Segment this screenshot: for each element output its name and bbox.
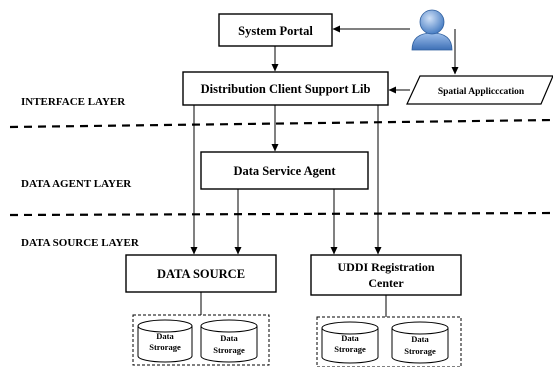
data-service-agent-box: Data Service Agent — [200, 151, 369, 190]
database-icon: Data Strorage — [200, 319, 258, 363]
storage-label-line1: Data — [156, 331, 174, 341]
layer-divider-2 — [9, 211, 553, 217]
spatial-application-label: Spatial Applicccation — [438, 87, 525, 97]
data-source-label: DATA SOURCE — [157, 267, 245, 281]
storage-label-line2: Strorage — [213, 345, 245, 355]
storage-label-line1: Data — [411, 334, 429, 344]
database-icon: Data Strorage — [321, 321, 379, 364]
storage-label-line2: Strorage — [404, 346, 436, 356]
data-service-agent-label: Data Service Agent — [233, 164, 336, 178]
layer-divider-1 — [9, 118, 553, 129]
uddi-registration-center-box: UDDI Registration Center — [310, 254, 462, 296]
data-agent-layer-label: DATA AGENT LAYER — [21, 178, 132, 190]
uddi-label-line1: UDDI Registration — [338, 260, 435, 274]
storage-group-right: Data Strorage Data Strorage — [316, 316, 462, 367]
client-support-lib-box: Distribution Client Support Lib — [182, 71, 389, 106]
storage-label-line1: Data — [341, 333, 359, 343]
database-icon: Data Strorage — [137, 319, 193, 363]
client-support-lib-label: Distribution Client Support Lib — [201, 82, 371, 96]
storage-group-left: Data Strorage Data Strorage — [132, 314, 270, 366]
system-portal-label: System Portal — [238, 24, 313, 38]
database-icon: Data Strorage — [391, 321, 449, 364]
data-source-box: DATA SOURCE — [125, 254, 277, 293]
storage-label-line2: Strorage — [149, 342, 181, 352]
interface-layer-label: INTERFACE LAYER — [21, 96, 126, 108]
data-source-layer-label: DATA SOURCE LAYER — [21, 237, 140, 249]
system-portal-box: System Portal — [218, 13, 333, 47]
storage-label-line1: Data — [220, 333, 238, 343]
storage-label-line2: Strorage — [334, 344, 366, 354]
user-icon — [411, 9, 453, 51]
uddi-label-line2: Center — [368, 276, 404, 290]
spatial-application-box: Spatial Applicccation — [406, 75, 553, 105]
